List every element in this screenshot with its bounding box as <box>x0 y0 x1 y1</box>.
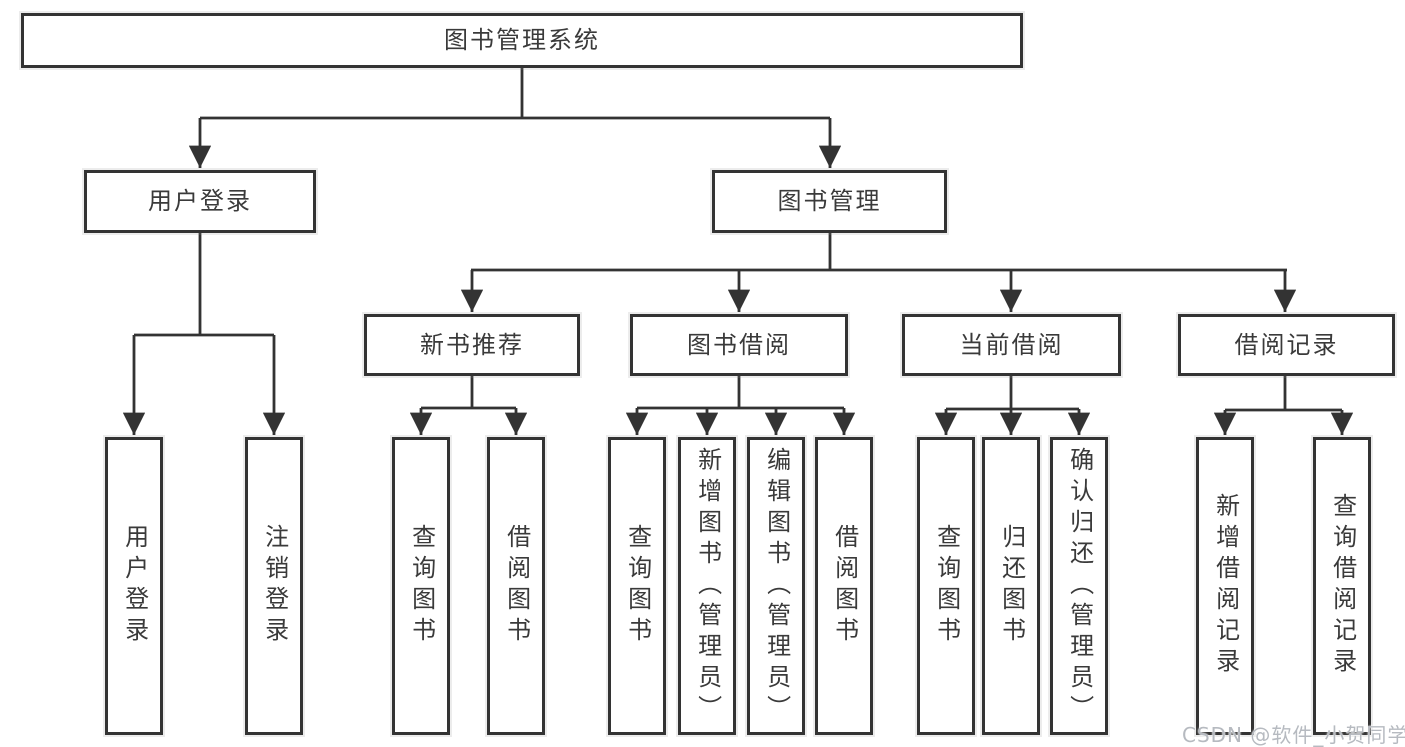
node-new-book-recommendation: 新书推荐 <box>364 314 580 376</box>
leaf-return-book: 归还图书 <box>982 437 1040 735</box>
node-current-borrowing: 当前借阅 <box>902 314 1121 376</box>
node-label: 查询图书 <box>407 524 436 648</box>
leaf-add-borrow-record: 新增借阅记录 <box>1196 437 1254 735</box>
node-label: 用户登录 <box>120 524 149 648</box>
node-book-management: 图书管理 <box>712 170 947 233</box>
node-library-management-system: 图书管理系统 <box>21 13 1023 68</box>
leaf-borrow-books-recommend: 借阅图书 <box>487 437 545 735</box>
node-label: 新书推荐 <box>420 330 524 359</box>
watermark: CSDN @软件_小贺同学 <box>1182 723 1405 747</box>
leaf-query-books-recommend: 查询图书 <box>392 437 450 735</box>
leaf-query-books-borrowing: 查询图书 <box>608 437 666 735</box>
node-label: 新增借阅记录 <box>1211 493 1240 679</box>
node-label: 借阅图书 <box>830 524 859 648</box>
node-label: 图书借阅 <box>687 330 791 359</box>
node-label: 确认归还（管理员） <box>1065 446 1094 726</box>
node-book-borrowing: 图书借阅 <box>630 314 848 376</box>
node-label: 图书管理 <box>777 187 882 216</box>
node-label: 图书管理系统 <box>444 26 600 55</box>
leaf-logout: 注销登录 <box>245 437 303 735</box>
leaf-borrow-books: 借阅图书 <box>815 437 873 735</box>
leaf-add-book-admin: 新增图书（管理员） <box>678 437 736 735</box>
node-label: 新增图书（管理员） <box>693 446 722 726</box>
leaf-user-login: 用户登录 <box>105 437 163 735</box>
node-label: 当前借阅 <box>959 330 1064 359</box>
node-label: 查询图书 <box>623 524 652 648</box>
node-borrowing-records: 借阅记录 <box>1178 314 1395 376</box>
node-user-login: 用户登录 <box>84 170 316 233</box>
node-label: 注销登录 <box>260 524 289 648</box>
node-label: 查询借阅记录 <box>1328 493 1357 679</box>
node-label: 借阅图书 <box>502 524 531 648</box>
node-label: 归还图书 <box>997 524 1026 648</box>
leaf-confirm-return-admin: 确认归还（管理员） <box>1050 437 1108 735</box>
node-label: 借阅记录 <box>1234 330 1339 359</box>
leaf-query-books-current: 查询图书 <box>917 437 975 735</box>
node-label: 用户登录 <box>148 187 252 216</box>
node-label: 编辑图书（管理员） <box>762 446 791 726</box>
leaf-edit-book-admin: 编辑图书（管理员） <box>747 437 805 735</box>
leaf-query-borrow-record: 查询借阅记录 <box>1313 437 1371 735</box>
node-label: 查询图书 <box>932 524 961 648</box>
